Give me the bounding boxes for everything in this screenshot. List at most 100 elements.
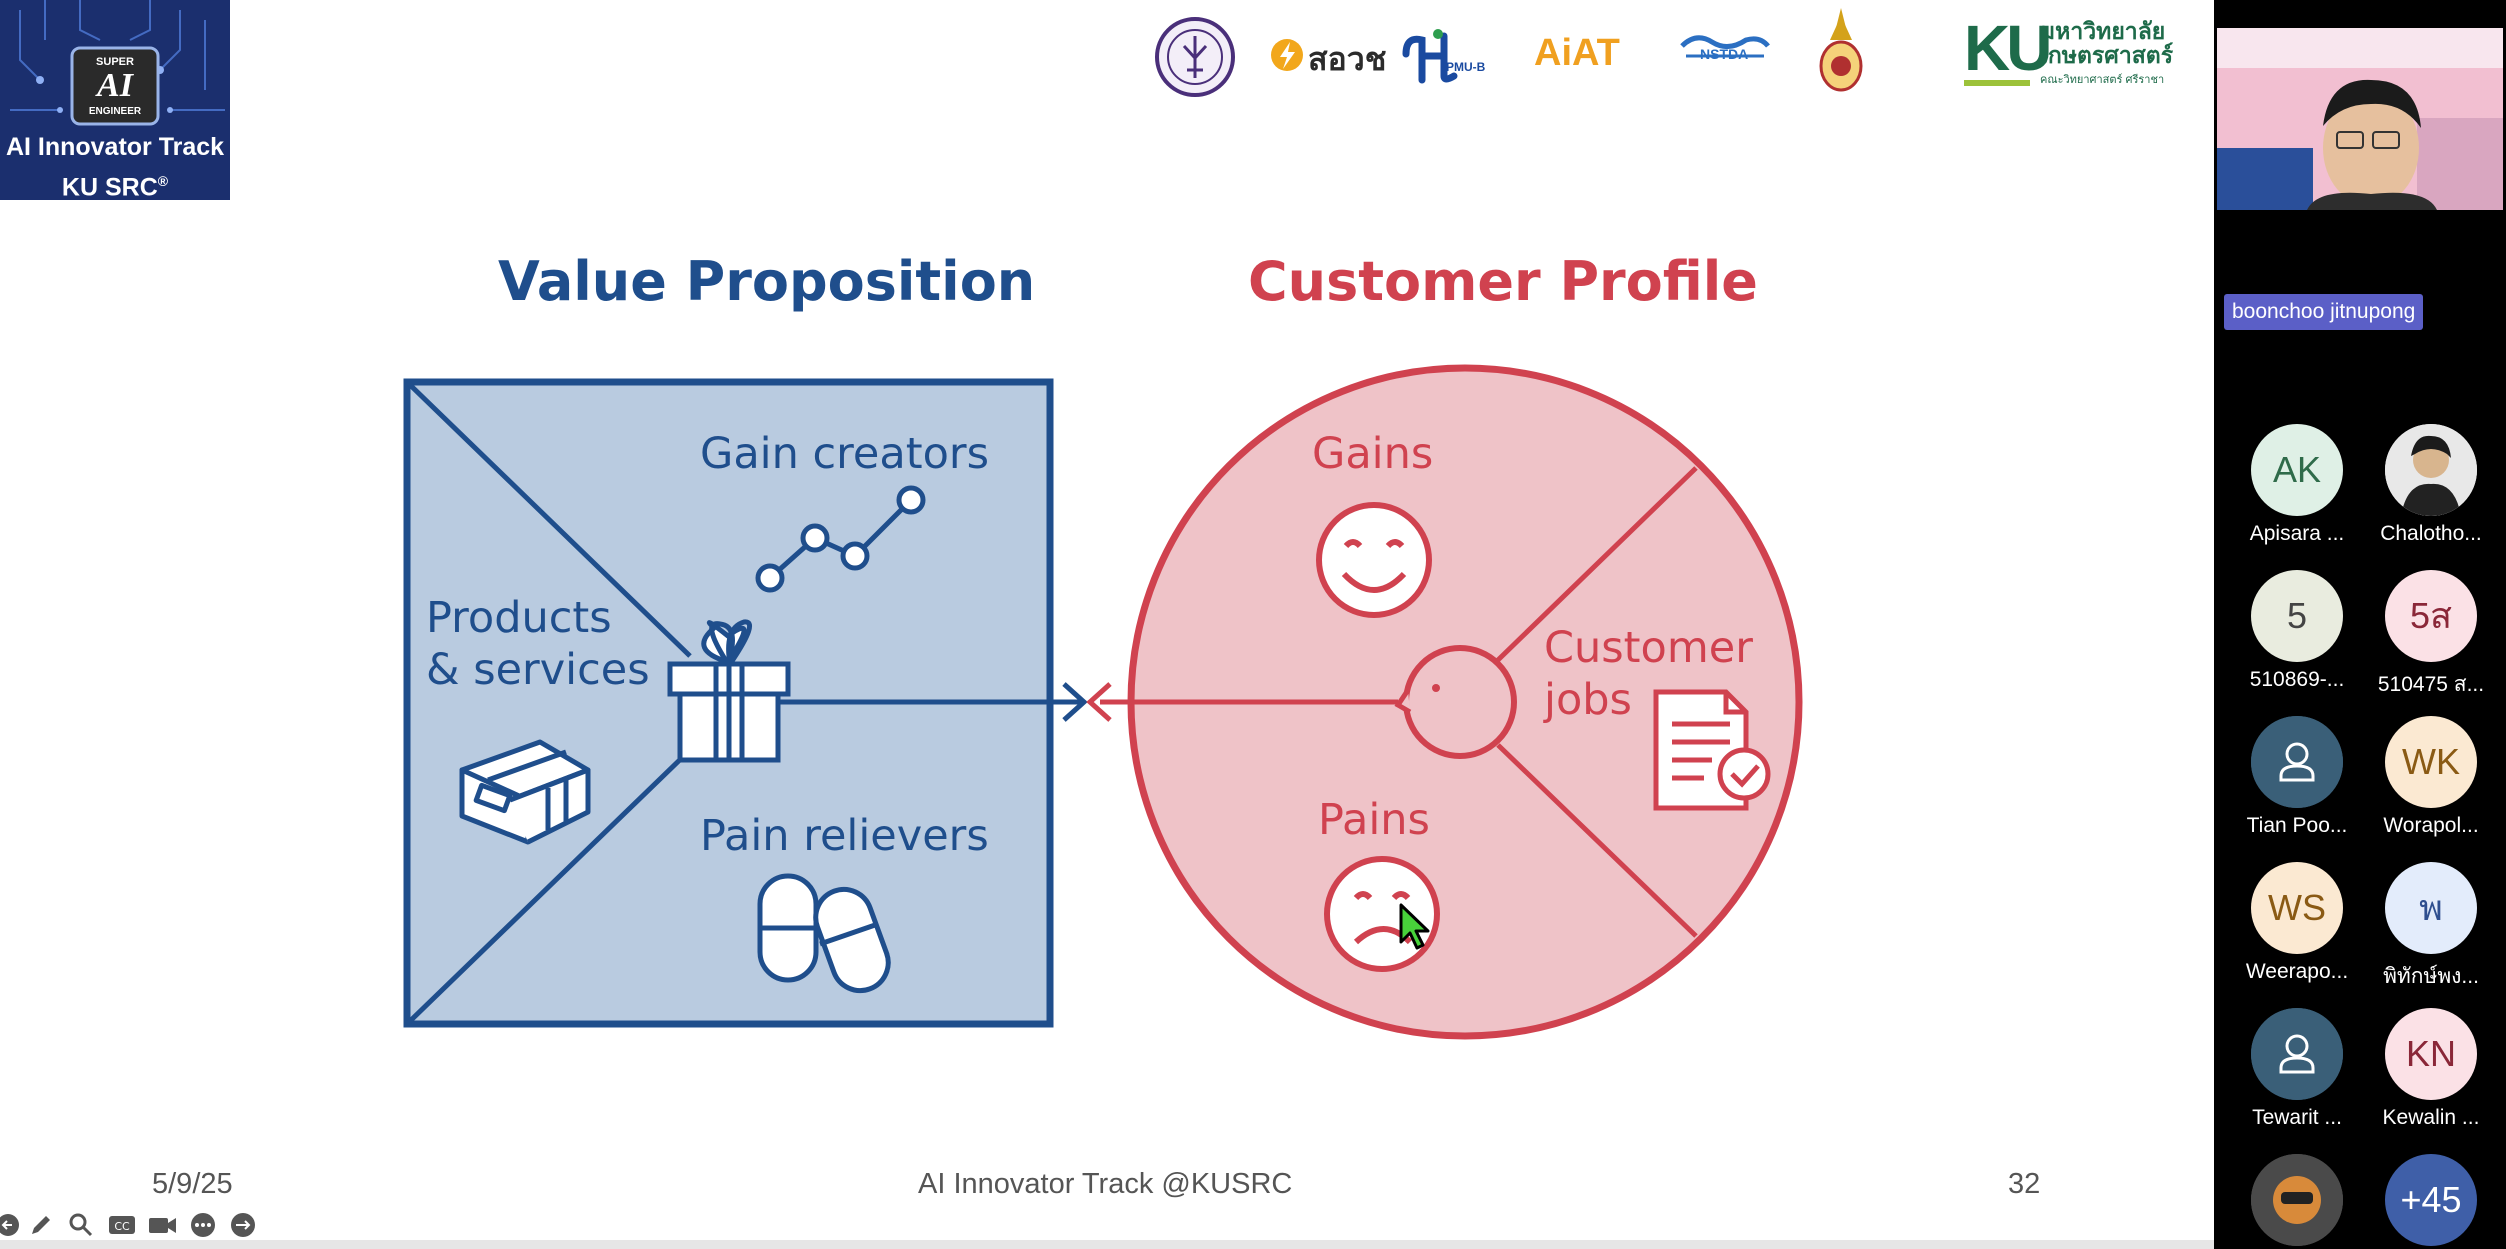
participant-name: Tian Poo...	[2246, 814, 2348, 837]
avatar: AK	[2251, 424, 2343, 516]
circuit-background	[0, 0, 230, 200]
avatar: WK	[2385, 716, 2477, 808]
pains-label: Pains	[1318, 795, 1430, 845]
slide-bottom-bar	[0, 1240, 2214, 1249]
slide-number: 32	[2008, 1168, 2041, 1200]
gain-creators-chart-icon	[755, 485, 926, 593]
zoom-button[interactable]	[68, 1212, 94, 1238]
speaker-name-label: boonchoo jitnupong	[2224, 294, 2424, 330]
participant-name: Tewarit ...	[2252, 1106, 2342, 1129]
pen-tool-button[interactable]	[28, 1212, 54, 1238]
course-badge: SUPER AI ENGINEER AI Innovator Track KU …	[0, 0, 230, 200]
next-slide-button[interactable]	[230, 1212, 256, 1238]
slide-date: 5/9/25	[152, 1168, 233, 1200]
badge-title: AI Innovator Track KU SRC®	[0, 130, 230, 200]
customer-profile-heading: Customer Profile	[1248, 250, 1758, 313]
ku-line-2: เกษตรศาสตร์	[2040, 42, 2174, 68]
value-proposition-canvas	[403, 364, 1803, 1040]
speaker-video-tile[interactable]	[2217, 28, 2503, 210]
speaker-video	[2217, 28, 2503, 210]
participant-tile[interactable]	[2222, 1154, 2372, 1246]
pmu-b-logo	[1402, 29, 1458, 84]
ku-mark: KU	[1964, 12, 2052, 84]
avatar: WS	[2251, 862, 2343, 954]
avatar: 5	[2251, 570, 2343, 662]
participant-name: Chalotho...	[2380, 522, 2482, 545]
arrow-right-icon	[231, 1213, 255, 1237]
products-label-line-2: & services	[426, 645, 650, 695]
pen-icon	[32, 1216, 50, 1234]
avatar: KN	[2385, 1008, 2477, 1100]
participant-name: Weerapo...	[2245, 960, 2349, 983]
participant-name: 510869-...	[2249, 668, 2345, 691]
nstda-text: NSTDA	[1700, 46, 1749, 62]
happy-face-icon	[1316, 502, 1432, 618]
customer-jobs-label-line-1: Customer	[1544, 623, 1753, 673]
participant-tile[interactable]: พ พิทักษ์พง...	[2356, 862, 2506, 993]
presentation-slide: SUPER AI ENGINEER AI Innovator Track KU …	[0, 0, 2214, 1249]
arrow-left-icon	[0, 1214, 19, 1236]
participant-name: Worapol...	[2383, 814, 2479, 837]
participant-tile[interactable]: 5ส 510475 ส...	[2356, 570, 2506, 701]
pmu-b-text: PMU-B	[1446, 60, 1486, 74]
university-crest-logo	[1819, 8, 1863, 92]
participant-tile[interactable]: WK Worapol...	[2356, 716, 2506, 838]
person-placeholder-icon	[2251, 1008, 2343, 1100]
chip-top-label: SUPER	[96, 56, 134, 68]
avatar-photo	[2385, 424, 2477, 516]
participant-name: 510475 ส...	[2377, 673, 2485, 696]
avatar	[2251, 1008, 2343, 1100]
avatar: พ	[2385, 862, 2477, 954]
participant-tile[interactable]: WS Weerapo...	[2222, 862, 2372, 984]
ku-line-1: มหาวิทยาลัย	[2040, 18, 2166, 44]
magnifier-icon	[69, 1213, 93, 1237]
ku-line-3: คณะวิทยาศาสตร์ ศรีราชา	[2040, 74, 2165, 86]
products-label-line-1: Products	[426, 593, 612, 643]
pain-relievers-label: Pain relievers	[700, 811, 989, 861]
captions-button[interactable]: CC	[108, 1212, 135, 1238]
avatar-photo	[2251, 1154, 2343, 1246]
participants-panel: boonchoo jitnupong AK Apisara ... Chalot…	[2214, 0, 2506, 1249]
participant-tile[interactable]: KN Kewalin ...	[2356, 1008, 2506, 1130]
nrct-seal-logo	[1155, 17, 1235, 97]
more-participants-button[interactable]: +45	[2356, 1154, 2506, 1246]
gain-creators-label: Gain creators	[700, 429, 989, 479]
slide-footer-title: AI Innovator Track @KUSRC	[918, 1168, 1293, 1200]
avatar	[2251, 1154, 2343, 1246]
document-check-icon	[1653, 689, 1771, 811]
more-options-button[interactable]	[190, 1212, 216, 1238]
customer-head-icon	[1394, 645, 1517, 759]
avatar: 5ส	[2385, 570, 2477, 662]
badge-line-1: AI Innovator Track	[5, 133, 225, 161]
participant-tile[interactable]: Tian Poo...	[2222, 716, 2372, 838]
ku-underline	[1964, 80, 2030, 86]
pills-icon	[757, 873, 891, 994]
nxpo-text: สอวช	[1308, 41, 1387, 77]
participant-tile[interactable]: 5 510869-...	[2222, 570, 2372, 692]
svg-text:CC: CC	[114, 1220, 130, 1233]
more-icon	[191, 1213, 215, 1237]
aiat-logo: AiAT	[1534, 32, 1620, 74]
participant-tile[interactable]: AK Apisara ...	[2222, 424, 2372, 546]
participant-tile[interactable]: Tewarit ...	[2222, 1008, 2372, 1130]
customer-jobs-label-line-2: jobs	[1544, 675, 1632, 725]
avatar	[2251, 716, 2343, 808]
captions-icon: CC	[109, 1216, 135, 1234]
chip-bottom-label: ENGINEER	[88, 106, 142, 117]
camera-button[interactable]	[148, 1212, 176, 1238]
avatar	[2385, 424, 2477, 516]
participant-tile[interactable]: Chalotho...	[2356, 424, 2506, 546]
prev-slide-button[interactable]	[0, 1212, 26, 1238]
chip-main-label: AI	[97, 67, 133, 104]
more-participants-count: +45	[2385, 1154, 2477, 1246]
participant-name: Apisara ...	[2249, 522, 2345, 545]
package-box-icon	[459, 739, 591, 845]
person-placeholder-icon	[2251, 716, 2343, 808]
value-map-square	[403, 378, 1082, 1028]
mouse-cursor-icon	[1399, 903, 1430, 950]
fit-arrow-left-icon	[1086, 682, 1112, 722]
fit-arrow-right-icon	[1062, 682, 1088, 722]
participant-name: พิทักษ์พง...	[2383, 965, 2479, 988]
gift-icon	[667, 619, 791, 763]
nxpo-bolt-logo	[1271, 39, 1303, 71]
